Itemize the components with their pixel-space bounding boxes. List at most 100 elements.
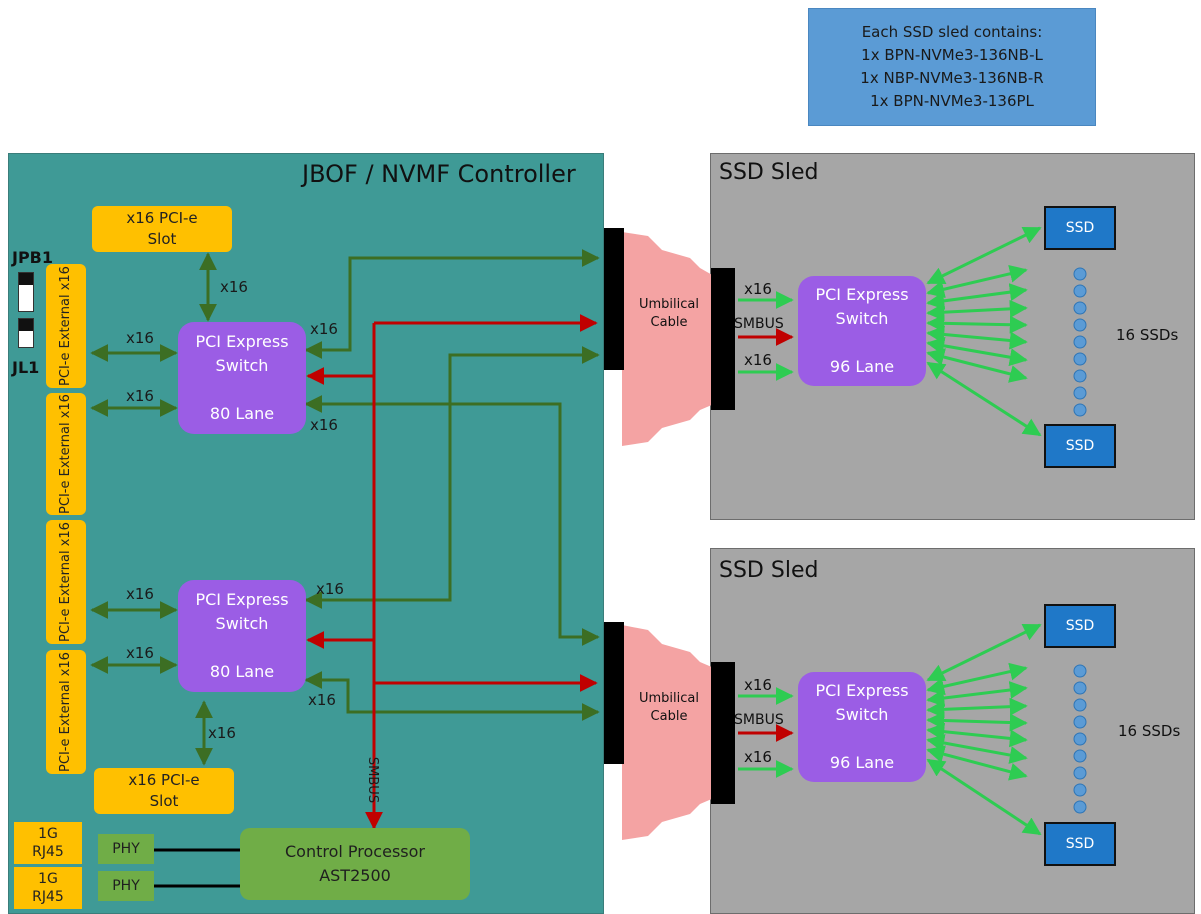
top-pcie-slot: x16 PCI-e Slot [92, 206, 232, 252]
jumper-jl1-label: JL1 [12, 358, 40, 377]
ssd-dot [1073, 284, 1087, 298]
link-sw2-sled2 [304, 671, 600, 721]
umbilical-cable-1-shape [622, 232, 714, 446]
ssd-dot [1073, 301, 1087, 315]
ssd-dot [1073, 335, 1087, 349]
sled2-smbus-label: SMBUS [734, 712, 784, 728]
jumper-jpb1[interactable] [18, 272, 34, 312]
switch-lanes: 96 Lane [829, 753, 895, 772]
link-sw2-sled1 [304, 346, 600, 609]
link-label: x16 [310, 416, 338, 434]
cable-label: Umbilical [639, 297, 699, 312]
rj45-speed: 1G [38, 871, 58, 887]
switch-lanes: 80 Lane [209, 662, 275, 681]
link-sw1-sled2 [304, 395, 600, 646]
sled1-pcie-switch: PCI Express Switch 96 Lane [798, 276, 926, 386]
connector-2-left [604, 622, 624, 764]
sled1-ssd-count: 16 SSDs [1116, 326, 1179, 344]
external-pcie-slot-3: PCI-e External x16 [46, 520, 86, 644]
connector-1-right [711, 268, 735, 410]
sled2-fan-6 [926, 722, 1028, 748]
switch-label: PCI Express [195, 332, 289, 351]
ssd-dot [1073, 352, 1087, 366]
control-processor: Control Processor AST2500 [240, 828, 470, 900]
slot-label: PCI-e External x16 [58, 652, 74, 772]
link-label: x16 [316, 580, 344, 598]
external-pcie-slot-1: PCI-e External x16 [46, 264, 86, 388]
connector-1-left [604, 228, 624, 370]
processor-label: Control Processor [285, 842, 425, 861]
ssd-dot [1073, 369, 1087, 383]
jumper-jl1[interactable] [18, 318, 34, 348]
umbilical-cable-2-shape [622, 625, 714, 840]
pcie-switch-bottom: PCI Express Switch 80 Lane [178, 580, 306, 692]
ssd-dot [1073, 681, 1087, 695]
ssd-dot [1073, 749, 1087, 763]
sled2-fan-4 [926, 697, 1028, 719]
ssd-dot [1073, 783, 1087, 797]
slot-label: x16 PCI-e [126, 209, 198, 227]
ssd-dot [1073, 386, 1087, 400]
sled-contents-note: Each SSD sled contains: 1x BPN-NVMe3-136… [808, 8, 1096, 126]
slot-label: PCI-e External x16 [58, 522, 74, 642]
connector-2-right [711, 662, 735, 804]
link-label: x16 [208, 724, 236, 742]
slot-label: Slot [147, 230, 177, 248]
switch-label: Switch [215, 356, 269, 375]
ssd-dot [1073, 732, 1087, 746]
sled2-in-x16-bottom-label: x16 [744, 748, 772, 766]
switch-label: PCI Express [195, 590, 289, 609]
sled2-fan-3 [926, 681, 1028, 707]
ssd-dot [1073, 715, 1087, 729]
switch-lanes: 96 Lane [829, 357, 895, 376]
phy-1: PHY [98, 834, 154, 864]
sled1-fan-5 [926, 314, 1028, 334]
rj45-port-2[interactable]: 1G RJ45 [14, 867, 82, 909]
rj45-label: RJ45 [32, 889, 64, 905]
ssd-dot [1073, 800, 1087, 814]
link-sw1-sled1 [304, 249, 600, 359]
link-label: x16 [310, 320, 338, 338]
sled2-in-x16-top-label: x16 [744, 676, 772, 694]
note-line: 1x BPN-NVMe3-136PL [870, 92, 1034, 110]
external-pcie-slot-2: PCI-e External x16 [46, 393, 86, 515]
sled2-fan-5 [926, 711, 1028, 732]
sled1-fan-1 [926, 226, 1042, 285]
note-line: Each SSD sled contains: [861, 23, 1043, 41]
sled2-fan-9 [926, 758, 1042, 836]
pcie-switch-top: PCI Express Switch 80 Lane [178, 322, 306, 434]
switch-label: Switch [835, 705, 889, 724]
link-label: x16 [126, 387, 154, 405]
link-label: x16 [126, 644, 154, 662]
rj45-label: RJ45 [32, 844, 64, 860]
link-label: x16 [126, 585, 154, 603]
slot-label: Slot [149, 792, 179, 810]
sled-1-title: SSD Sled [719, 160, 819, 185]
sled2-ssd-count: 16 SSDs [1118, 722, 1181, 740]
sled2-ssd-top: SSD [1044, 604, 1116, 648]
link-label: x16 [308, 691, 336, 709]
sled1-ssd-top: SSD [1044, 206, 1116, 250]
umbilical-cable-1: Umbilical Cable [624, 296, 714, 332]
sled1-smbus-label: SMBUS [734, 316, 784, 332]
cable-label: Cable [650, 315, 688, 330]
ssd-dot [1073, 766, 1087, 780]
link-label: x16 [220, 278, 248, 296]
sled-2-title: SSD Sled [719, 558, 819, 583]
sled1-fan-4 [926, 299, 1028, 322]
rj45-speed: 1G [38, 826, 58, 842]
sled1-ssd-bottom: SSD [1044, 424, 1116, 468]
jumper-jpb1-label: JPB1 [12, 248, 54, 267]
switch-label: Switch [215, 614, 269, 633]
ssd-dot [1073, 403, 1087, 417]
smbus-label: SMBUS [365, 756, 380, 804]
rj45-port-1[interactable]: 1G RJ45 [14, 822, 82, 864]
slot-label: x16 PCI-e [128, 771, 200, 789]
switch-label: PCI Express [815, 681, 909, 700]
external-pcie-slot-4: PCI-e External x16 [46, 650, 86, 774]
cable-label: Cable [650, 709, 688, 724]
umbilical-cable-2: Umbilical Cable [624, 690, 714, 726]
sled1-fan-9 [926, 361, 1042, 437]
sled2-ssd-bottom: SSD [1044, 822, 1116, 866]
